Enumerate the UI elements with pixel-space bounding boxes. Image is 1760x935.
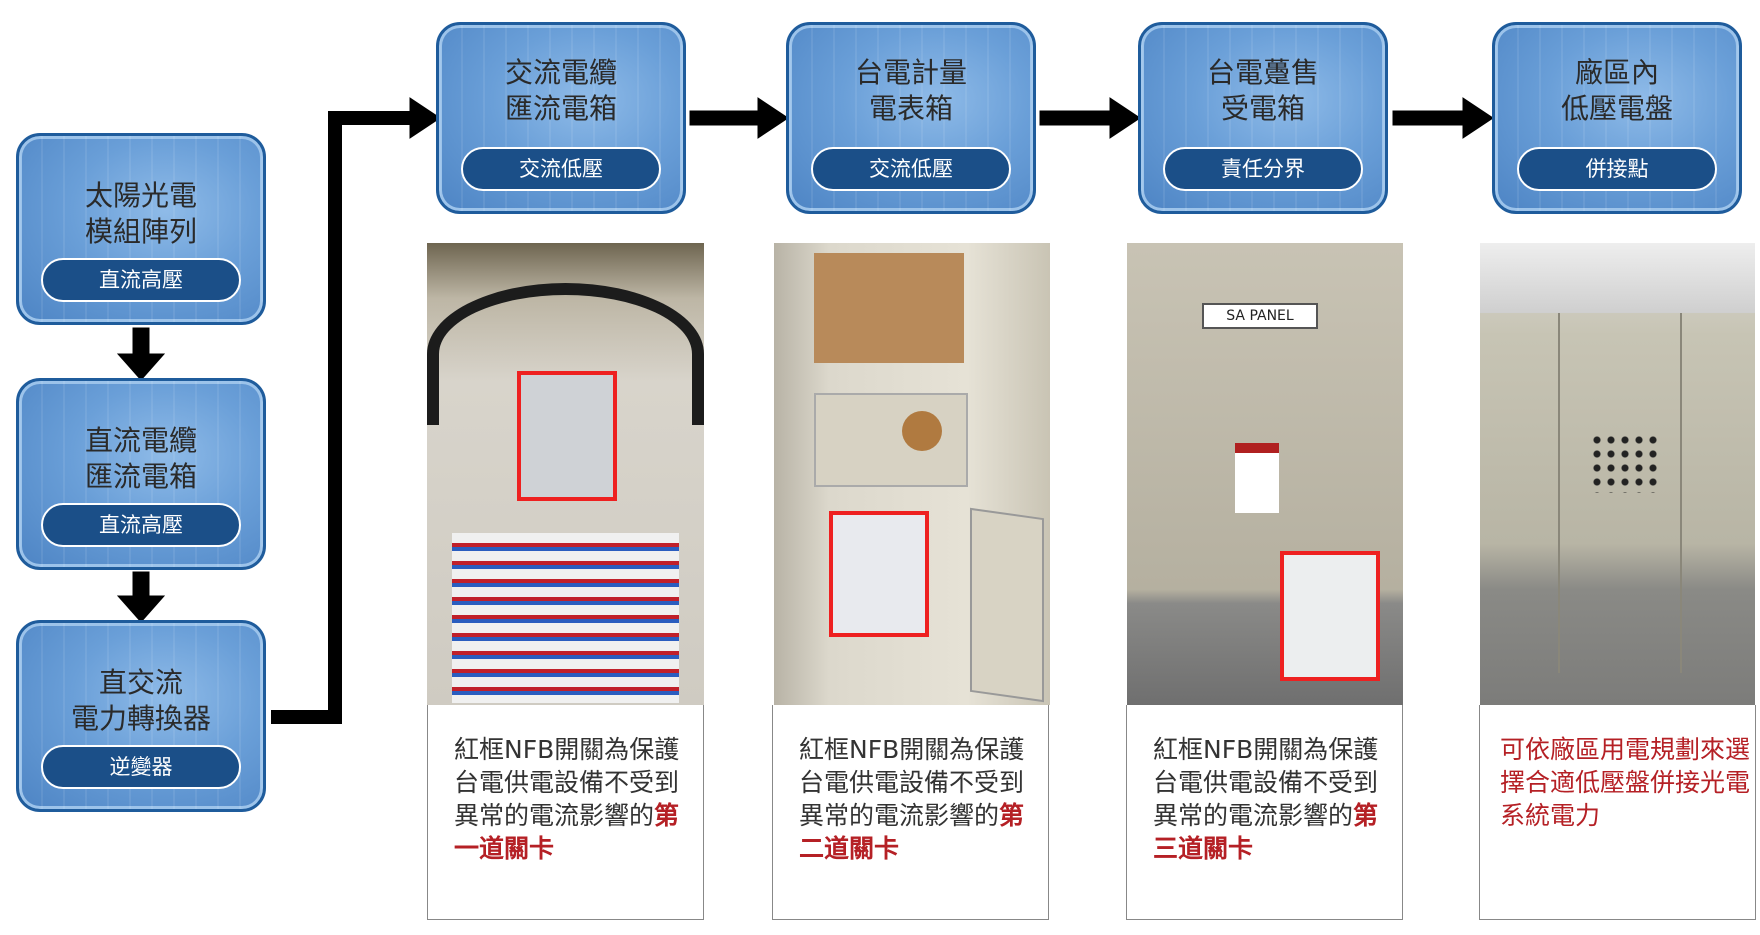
box-title: 匯流電箱	[84, 460, 197, 493]
box-title: 低壓電盤	[1560, 92, 1673, 125]
box-title: 受電箱	[1220, 92, 1305, 125]
nfb-red-frame	[517, 371, 617, 501]
photo-meter-box	[774, 243, 1050, 705]
caption-text: 紅框NFB開關為保護台電供電設備不受到異常的電流影響的	[799, 735, 1025, 830]
box-title: 台電計量	[854, 56, 967, 89]
box-label: 逆變器	[41, 745, 241, 789]
arrow-head-down-2	[116, 595, 166, 623]
caption-text: 紅框NFB開關為保護台電供電設備不受到異常的電流影響的	[454, 735, 680, 830]
caption-highlight: 第三道關卡	[1153, 801, 1379, 863]
flow-box-meter-box: 台電計量電表箱 交流低壓	[786, 22, 1036, 214]
box-title: 太陽光電	[84, 179, 197, 212]
arrow-head-right-2	[757, 97, 789, 139]
arrow-head-right-4	[1462, 97, 1494, 139]
photo-ac-combiner	[427, 243, 704, 705]
nfb-red-frame	[829, 511, 929, 637]
connector-line	[271, 111, 410, 724]
flow-box-lv-panel: 廠區內低壓電盤 併接點	[1492, 22, 1742, 214]
arrow-right-4	[1392, 110, 1466, 126]
flow-box-wholesale-box: 台電躉售受電箱 責任分界	[1138, 22, 1388, 214]
caption-meter-box: 紅框NFB開關為保護台電供電設備不受到異常的電流影響的第二道關卡	[772, 705, 1049, 920]
arrow-down-2	[132, 571, 150, 599]
flow-box-dc-combiner: 直流電纜匯流電箱 直流高壓	[16, 378, 266, 570]
photo-wholesale-box: SA PANEL	[1127, 243, 1403, 705]
caption-text: 紅框NFB開關為保護台電供電設備不受到異常的電流影響的	[1153, 735, 1379, 830]
sa-panel-sign: SA PANEL	[1202, 303, 1318, 329]
box-title: 電表箱	[868, 92, 953, 125]
flow-box-pv-array: 太陽光電模組陣列 直流高壓	[16, 133, 266, 325]
box-title: 直流電纜	[84, 424, 197, 457]
box-label: 直流高壓	[41, 258, 241, 302]
box-label: 責任分界	[1163, 147, 1363, 191]
photo-lv-panel	[1480, 243, 1755, 705]
arrow-right-3	[1039, 110, 1113, 126]
caption-ac-combiner: 紅框NFB開關為保護台電供電設備不受到異常的電流影響的第一道關卡	[427, 705, 704, 920]
box-title: 台電躉售	[1206, 56, 1319, 89]
box-title: 電力轉換器	[70, 702, 211, 735]
box-title: 直交流	[98, 666, 183, 699]
box-label: 直流高壓	[41, 503, 241, 547]
box-label: 併接點	[1517, 147, 1717, 191]
flow-box-inverter: 直交流電力轉換器 逆變器	[16, 620, 266, 812]
arrow-down-1	[132, 327, 150, 357]
box-title: 模組陣列	[84, 215, 197, 248]
nfb-red-frame	[1280, 551, 1380, 681]
box-title: 匯流電箱	[504, 92, 617, 125]
arrow-head-down-1	[116, 353, 166, 381]
caption-lv-panel: 可依廠區用電規劃來選擇合適低壓盤併接光電系統電力	[1479, 705, 1756, 920]
box-label: 交流低壓	[461, 147, 661, 191]
box-label: 交流低壓	[811, 147, 1011, 191]
flow-box-ac-combiner: 交流電纜匯流電箱 交流低壓	[436, 22, 686, 214]
caption-highlight: 第一道關卡	[454, 801, 680, 863]
arrow-head-right-3	[1109, 97, 1141, 139]
box-title: 廠區內	[1574, 56, 1659, 89]
arrow-head-right-1	[409, 97, 441, 139]
caption-wholesale-box: 紅框NFB開關為保護台電供電設備不受到異常的電流影響的第三道關卡	[1126, 705, 1403, 920]
caption-highlight: 第二道關卡	[799, 801, 1025, 863]
arrow-right-2	[689, 110, 761, 126]
caption-text: 可依廠區用電規劃來選擇合適低壓盤併接光電系統電力	[1500, 735, 1751, 830]
box-title: 交流電纜	[504, 56, 617, 89]
